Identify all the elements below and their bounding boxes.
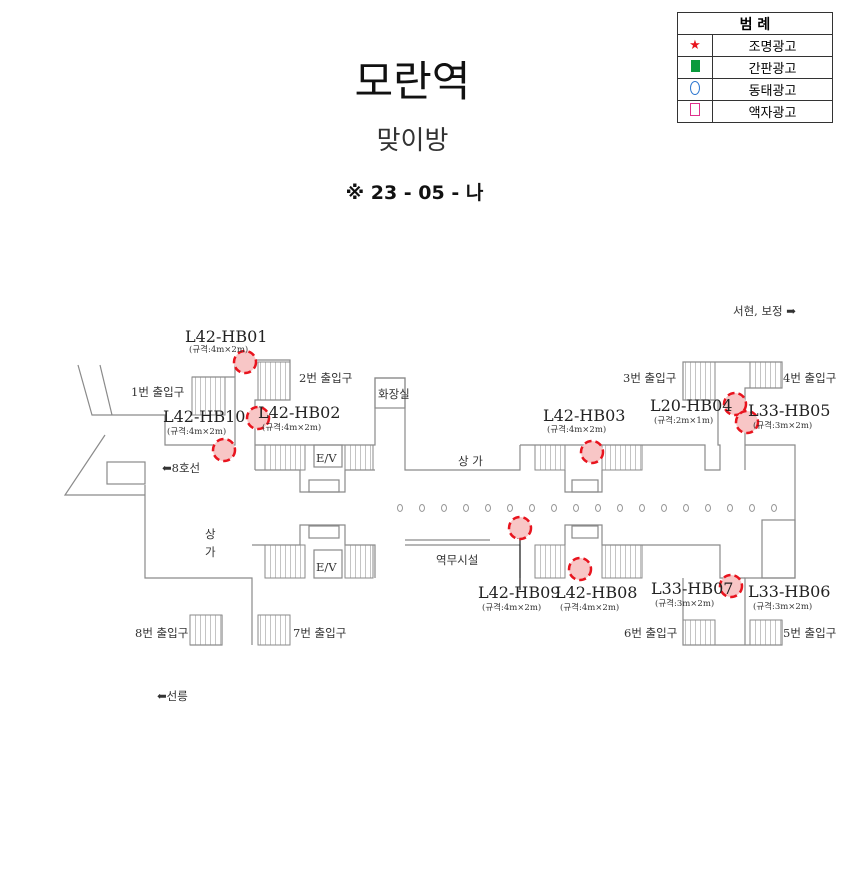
legend-label: 조명광고 (712, 34, 833, 57)
ev-label: E/V (316, 451, 337, 465)
stairs (189, 361, 783, 646)
exit-6-label: 6번 출입구 (624, 626, 677, 640)
exit-7-label: 7번 출입구 (293, 626, 346, 640)
direction-seohyeon: 서현, 보정 ➡ (733, 304, 796, 318)
ad-marker-hb02[interactable] (245, 405, 271, 431)
exit-5-label: 5번 출입구 (783, 626, 836, 640)
office-label: 역무시설 (436, 553, 478, 567)
ad-id: L42-HB02 (258, 403, 340, 422)
circle-outline-icon (690, 80, 700, 95)
square-outline-icon (690, 103, 700, 116)
ad-marker-hb01[interactable] (232, 349, 258, 375)
ad-size: (규격:4m×2m) (189, 344, 248, 355)
star-icon: ★ (689, 38, 701, 53)
ad-size: (규격:4m×2m) (262, 422, 321, 433)
ad-id: L42-HB09 (478, 583, 560, 602)
place-labels: 1번 출입구 2번 출입구 3번 출입구 4번 출입구 5번 출입구 6번 출입… (131, 304, 836, 703)
station-name: 모란역 (354, 57, 471, 106)
ad-size: (규격:3m×2m) (655, 598, 714, 609)
ad-size: (규격:4m×2m) (167, 426, 226, 437)
ad-size: (규격:3m×2m) (753, 420, 812, 431)
ev-label: E/V (316, 560, 337, 574)
exit-1-label: 1번 출입구 (131, 385, 184, 399)
ad-marker-hb07[interactable] (718, 573, 744, 599)
area-name: 맞이방 (376, 126, 449, 156)
ad-size: (규격:2m×1m) (654, 415, 713, 426)
ad-size: (규격:3m×2m) (753, 601, 812, 612)
ad-marker-hb05[interactable] (734, 409, 760, 435)
shop-left-label-2: 가 (205, 545, 216, 559)
ad-id: L42-HB01 (185, 327, 267, 346)
ad-marker-hb08[interactable] (567, 556, 593, 582)
ad-id: L42-HB08 (555, 583, 637, 602)
ad-markers (211, 349, 760, 599)
ad-size: (규격:4m×2m) (482, 602, 541, 613)
exit-8-label: 8번 출입구 (135, 626, 188, 640)
ad-marker-hb10[interactable] (211, 437, 237, 463)
toilet-label: 화장실 (378, 387, 410, 401)
ad-id: L33-HB06 (748, 582, 830, 601)
shop-left-label-1: 상 (205, 527, 216, 541)
shop-label: 상 가 (458, 454, 483, 468)
ad-marker-hb03[interactable] (579, 439, 605, 465)
ad-size: (규격:4m×2m) (560, 602, 619, 613)
ad-id: L20-HB04 (650, 396, 732, 415)
ad-size: (규격:4m×2m) (547, 424, 606, 435)
plan-code: ※ 23 - 05 - 나 (345, 182, 484, 204)
ad-marker-hb09[interactable] (507, 515, 533, 541)
ad-id: L33-HB05 (748, 401, 830, 420)
ad-id: L33-HB07 (651, 579, 733, 598)
exit-4-label: 4번 출입구 (783, 371, 836, 385)
ad-id: L42-HB10 (163, 407, 245, 426)
ad-id: L42-HB03 (543, 406, 625, 425)
direction-seollung: ⬅선릉 (157, 689, 188, 703)
column-row (397, 504, 777, 512)
ad-marker-hb04[interactable] (722, 391, 748, 417)
exit-3-label: 3번 출입구 (623, 371, 676, 385)
ad-labels: L42-HB01 (규격:4m×2m) L42-HB02 (규격:4m×2m) … (163, 327, 830, 613)
square-filled-icon (690, 59, 700, 72)
legend-table: 범 례 ★조명광고 간판광고 동태광고 액자광고 (677, 12, 833, 123)
legend-label: 간판광고 (712, 56, 833, 79)
legend-label: 액자광고 (712, 100, 833, 123)
direction-line8: ⬅8호선 (162, 461, 200, 475)
exit-2-label: 2번 출입구 (299, 371, 352, 385)
